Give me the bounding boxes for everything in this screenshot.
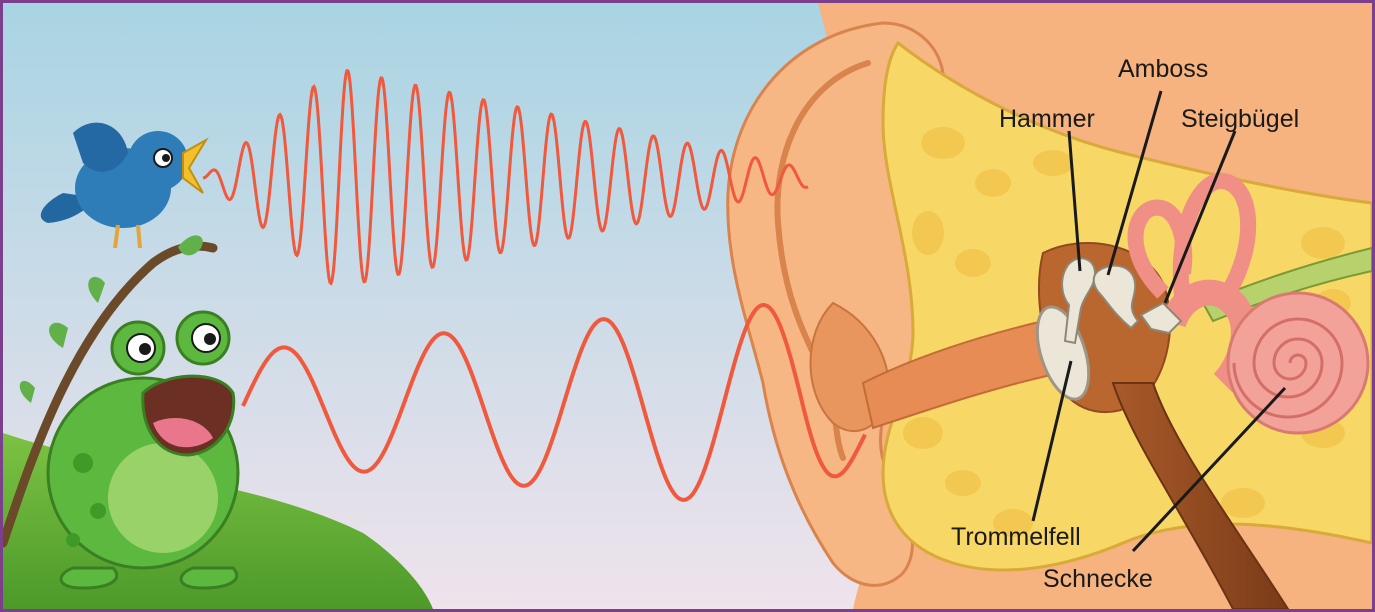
label-amboss: Amboss <box>1118 55 1208 83</box>
ear-hearing-diagram: Hammer Amboss Steigbügel Trommelfell Sch… <box>3 3 1372 609</box>
bird-pupil <box>162 154 170 162</box>
label-trommelfell: Trommelfell <box>951 523 1081 551</box>
ear-anatomy <box>728 3 1372 609</box>
label-steigbuegel: Steigbügel <box>1181 105 1299 133</box>
frog-belly <box>108 443 218 553</box>
label-schnecke: Schnecke <box>1043 565 1153 593</box>
label-hammer: Hammer <box>999 105 1095 133</box>
